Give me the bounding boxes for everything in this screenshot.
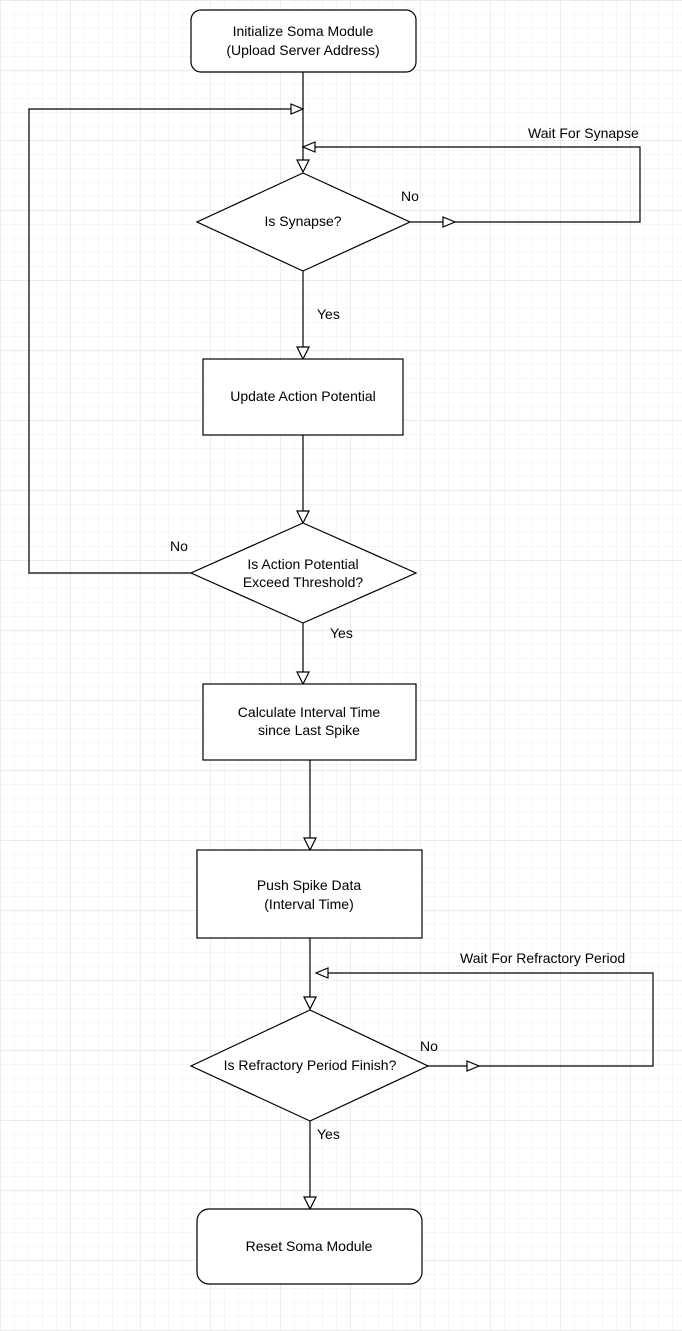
label-synapse-no: No bbox=[401, 188, 419, 204]
node-push-spike-line1: Push Spike Data bbox=[257, 877, 361, 893]
node-is-refractory-label: Is Refractory Period Finish? bbox=[224, 1057, 397, 1073]
arrowhead-reset-entry bbox=[303, 1196, 317, 1211]
node-update-ap-label: Update Action Potential bbox=[230, 388, 376, 404]
edge-synapse-no-loop bbox=[315, 146, 641, 223]
arrowhead-synapse-midloop bbox=[442, 216, 457, 228]
arrowhead-wait-synapse-return bbox=[301, 141, 316, 153]
node-calc-interval-line2: since Last Spike bbox=[258, 722, 360, 738]
label-exceed-yes: Yes bbox=[330, 625, 353, 641]
node-is-exceed-line2: Exceed Threshold? bbox=[243, 574, 364, 590]
label-refractory-no: No bbox=[420, 1038, 438, 1054]
node-update-ap bbox=[202, 358, 404, 436]
node-push-spike-line2: (Interval Time) bbox=[264, 896, 353, 912]
node-is-exceed bbox=[189, 522, 418, 624]
node-init-line1: Initialize Soma Module bbox=[233, 23, 374, 39]
arrowhead-synapse-entry bbox=[296, 159, 310, 174]
node-push-spike bbox=[196, 849, 423, 939]
node-is-synapse-label: Is Synapse? bbox=[264, 213, 341, 229]
label-synapse-yes: Yes bbox=[317, 306, 340, 322]
arrowhead-refractory-entry bbox=[303, 996, 317, 1011]
node-init-line2: (Upload Server Address) bbox=[226, 42, 379, 58]
node-calc-interval bbox=[202, 683, 417, 761]
arrowhead-calc-entry bbox=[296, 671, 310, 686]
arrowhead-refractory-midloop bbox=[466, 1060, 481, 1072]
node-reset-label: Reset Soma Module bbox=[246, 1238, 373, 1254]
node-calc-interval-line1: Calculate Interval Time bbox=[238, 704, 381, 720]
label-wait-refractory: Wait For Refractory Period bbox=[460, 950, 625, 966]
node-reset bbox=[196, 1208, 423, 1285]
arrowhead-main-loop-return bbox=[290, 103, 305, 115]
arrowhead-push-entry bbox=[303, 837, 317, 852]
node-is-refractory bbox=[189, 1009, 430, 1122]
node-init bbox=[190, 9, 417, 73]
label-refractory-yes: Yes bbox=[317, 1126, 340, 1142]
label-exceed-no: No bbox=[170, 538, 188, 554]
arrowhead-exceed-entry bbox=[296, 510, 310, 525]
label-wait-synapse: Wait For Synapse bbox=[528, 125, 639, 141]
node-is-synapse bbox=[195, 172, 412, 272]
node-is-exceed-line1: Is Action Potential bbox=[247, 556, 358, 572]
arrowhead-update-entry bbox=[296, 346, 310, 361]
edge-refractory-no-loop bbox=[328, 972, 654, 1067]
arrowhead-wait-refractory-return bbox=[314, 967, 329, 979]
edge-exceed-no-loop bbox=[28, 108, 291, 574]
